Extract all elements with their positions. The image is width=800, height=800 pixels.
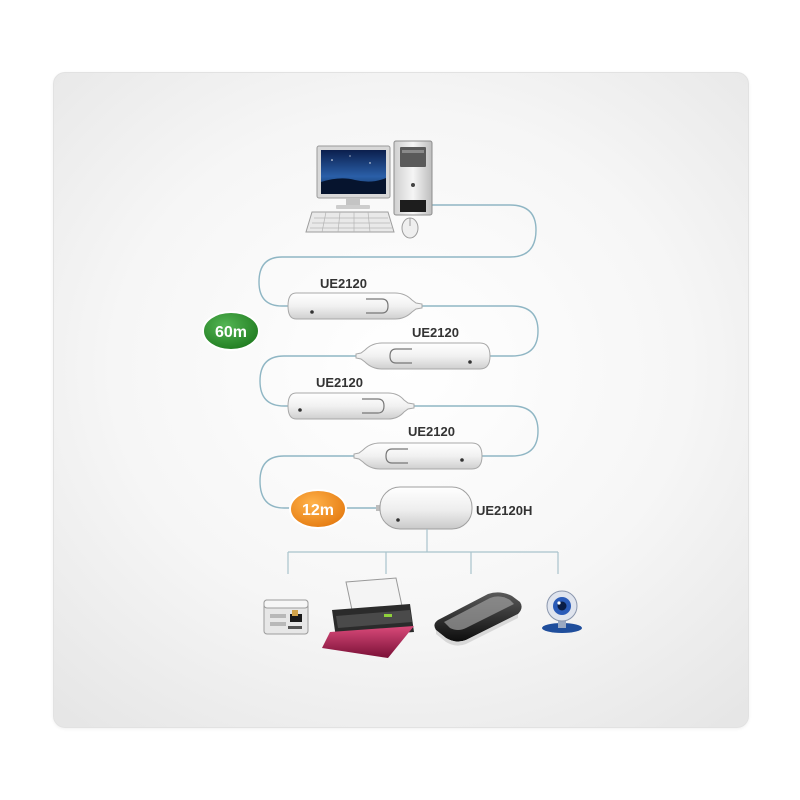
extender-4-label: UE2120 xyxy=(408,424,455,439)
distance-badge-12m: 12m xyxy=(289,489,347,529)
distance-badge-60m-text: 60m xyxy=(215,324,247,341)
extender-3: UE2120 xyxy=(287,375,415,420)
distance-badge-60m: 60m xyxy=(202,311,260,351)
computer-icon xyxy=(305,140,433,239)
hub-label: UE2120H xyxy=(476,503,532,518)
extender-3-label: UE2120 xyxy=(316,375,363,390)
hub-tree-lines xyxy=(287,529,559,574)
webcam-icon xyxy=(542,590,582,633)
extender-1-label: UE2120 xyxy=(320,276,367,291)
printer-icon xyxy=(322,577,414,658)
external-drive-icon xyxy=(434,592,522,646)
card-reader-icon xyxy=(263,599,309,635)
cable-path xyxy=(258,204,539,509)
distance-badge-12m-text: 12m xyxy=(302,502,334,519)
extender-2: UE2120 xyxy=(355,325,491,370)
extender-1: UE2120 xyxy=(287,276,423,320)
extender-2-label: UE2120 xyxy=(412,325,459,340)
extender-4: UE2120 xyxy=(353,424,483,470)
usb-hub: UE2120H xyxy=(376,486,532,530)
